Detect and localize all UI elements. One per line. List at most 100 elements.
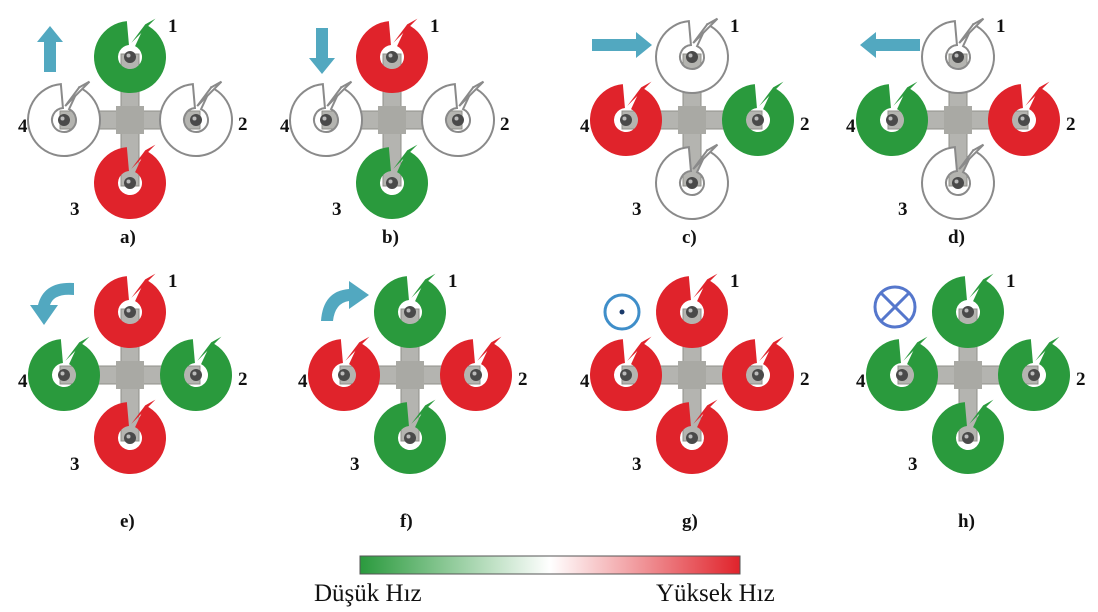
frame-hub bbox=[678, 361, 706, 389]
rotor-1-ring bbox=[93, 276, 166, 349]
rotor-4-hub bbox=[58, 114, 70, 126]
rotor-4 bbox=[289, 80, 363, 157]
rotor-1-ring bbox=[94, 21, 166, 93]
rotor-1-hub bbox=[952, 51, 964, 63]
rotor-2-direction-arrowhead bbox=[197, 336, 222, 362]
rotor-3 bbox=[374, 399, 447, 474]
rotor-4 bbox=[589, 81, 662, 156]
rotor-3-hub-highlight bbox=[688, 179, 693, 184]
rotor-3 bbox=[94, 399, 167, 474]
rotor-4-hub-highlight bbox=[622, 371, 627, 376]
rotor-3-ring bbox=[93, 147, 166, 219]
rotate-ccw-arrow-icon bbox=[30, 282, 74, 325]
rotor-1-hub-highlight bbox=[388, 53, 393, 58]
rotor-1-hub-highlight bbox=[126, 53, 131, 58]
rotor-1 bbox=[655, 17, 729, 94]
rotor-number-label: 1 bbox=[996, 16, 1006, 37]
panel-caption: d) bbox=[948, 227, 965, 248]
rotor-4 bbox=[866, 336, 938, 411]
rotor-1-direction-arrowhead bbox=[131, 18, 156, 44]
rotor-1 bbox=[93, 273, 166, 349]
rotor-2-hub-highlight bbox=[472, 371, 477, 376]
cross-lines bbox=[879, 291, 911, 323]
rotor-1-hub bbox=[404, 306, 416, 318]
rotor-3-hub bbox=[686, 177, 698, 189]
rotor-4-hub-highlight bbox=[322, 116, 327, 121]
rotor-1-direction-arrowhead bbox=[958, 17, 985, 44]
rotor-4-hub-highlight bbox=[60, 371, 65, 376]
rotor-3-direction-arrowhead bbox=[131, 399, 156, 425]
rotor-3-ring bbox=[656, 402, 729, 474]
rotor-3-ring bbox=[655, 146, 729, 220]
rotor-number-label: 3 bbox=[632, 199, 642, 220]
rotor-3 bbox=[93, 144, 166, 219]
out-of-page-dot-icon bbox=[603, 293, 641, 331]
rotor-number-label: 3 bbox=[632, 454, 642, 475]
rotor-number-label: 1 bbox=[168, 271, 178, 292]
rotor-4-hub bbox=[886, 114, 898, 126]
rotor-4-direction-arrowhead bbox=[627, 81, 652, 107]
rotor-2-ring bbox=[998, 339, 1071, 411]
rotor-2 bbox=[160, 336, 233, 411]
rotor-4-ring bbox=[855, 84, 928, 156]
rotor-number-label: 1 bbox=[448, 271, 458, 292]
rotor-4-hub bbox=[320, 114, 332, 126]
rotor-2-direction-arrowhead bbox=[1025, 81, 1050, 107]
rotor-2-hub-highlight bbox=[1020, 116, 1025, 121]
rotor-2-ring bbox=[440, 339, 513, 411]
rotor-2 bbox=[722, 81, 794, 156]
rotor-1-ring bbox=[355, 21, 428, 93]
rotor-4-hub bbox=[58, 369, 70, 381]
rotor-number-label: 2 bbox=[800, 369, 810, 390]
rotor-4-ring bbox=[289, 83, 363, 157]
rotor-4-hub-highlight bbox=[898, 371, 903, 376]
rotor-3-hub-highlight bbox=[954, 179, 959, 184]
rotor-number-label: 2 bbox=[1066, 114, 1076, 135]
rotor-2-hub-highlight bbox=[754, 116, 759, 121]
rotor-number-label: 4 bbox=[18, 371, 28, 392]
rotor-2-direction-arrowhead bbox=[759, 336, 784, 362]
rotor-number-label: 3 bbox=[908, 454, 918, 475]
rotor-3-hub-highlight bbox=[388, 179, 393, 184]
rotor-4-hub-highlight bbox=[340, 371, 345, 376]
rotor-number-label: 4 bbox=[580, 371, 590, 392]
rotor-4-direction-arrowhead bbox=[627, 336, 652, 362]
panel-caption: g) bbox=[682, 511, 698, 532]
rotor-2-ring bbox=[987, 84, 1060, 156]
rotor-1-hub bbox=[686, 51, 698, 63]
rotor-number-label: 2 bbox=[500, 114, 510, 135]
rotor-2 bbox=[998, 336, 1071, 411]
rotor-3-hub bbox=[124, 177, 136, 189]
rotor-2-hub bbox=[752, 369, 764, 381]
rotor-1 bbox=[656, 273, 729, 348]
rotor-1 bbox=[373, 273, 446, 348]
rotor-number-label: 3 bbox=[350, 454, 360, 475]
frame-hub bbox=[116, 361, 144, 389]
rotor-2-ring bbox=[722, 84, 794, 156]
frame-hub bbox=[954, 361, 982, 389]
rotor-number-label: 3 bbox=[70, 199, 80, 220]
rotor-4-ring bbox=[308, 339, 381, 412]
rotor-3-direction-arrowhead bbox=[692, 143, 719, 170]
arrow-up-icon bbox=[37, 26, 63, 72]
rotor-2-hub bbox=[1018, 114, 1030, 126]
rotor-2-hub-highlight bbox=[192, 116, 197, 121]
rotor-number-label: 1 bbox=[1006, 271, 1016, 292]
frame-hub bbox=[678, 106, 706, 134]
rotor-3-hub-highlight bbox=[126, 434, 131, 439]
rotor-4-hub bbox=[620, 369, 632, 381]
rotor-number-label: 1 bbox=[730, 271, 740, 292]
rotor-4-hub-highlight bbox=[622, 116, 627, 121]
rotor-4-direction-arrowhead bbox=[65, 336, 90, 362]
rotor-2 bbox=[440, 336, 513, 411]
rotor-number-label: 4 bbox=[580, 116, 590, 137]
rotor-3-ring bbox=[374, 402, 447, 474]
panel-caption: e) bbox=[120, 511, 135, 532]
rotor-3-hub bbox=[952, 177, 964, 189]
rotor-4 bbox=[27, 80, 101, 157]
rotor-2-ring bbox=[159, 83, 233, 157]
rotor-2-hub bbox=[190, 369, 202, 381]
rotor-4-ring bbox=[589, 84, 662, 156]
